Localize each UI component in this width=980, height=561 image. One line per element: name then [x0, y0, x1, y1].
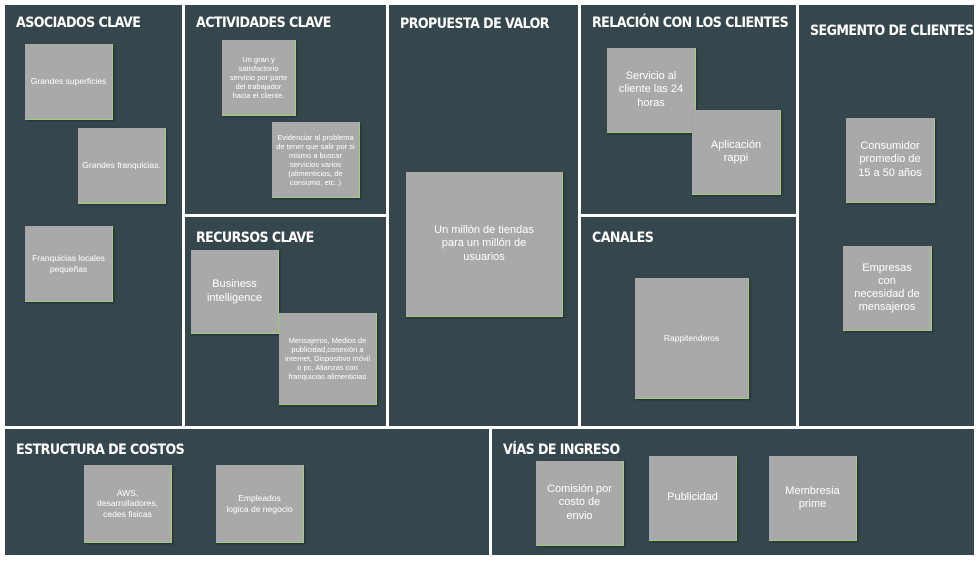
- note-aws-desarrolladores: AWS, desarrolladores, cedes fisicas: [84, 465, 172, 543]
- note-comision-envio: Comisión por costo de envio: [536, 461, 624, 546]
- note-empleados-logica: Empleados logica de negocio: [216, 465, 304, 543]
- note-business-intelligence: Business intelligence: [191, 250, 279, 334]
- note-grandes-franquicias: Grandes franquicias.: [78, 128, 166, 204]
- note-mensajeros-medios: Mensajeros, Medios de publicidad,conexió…: [279, 313, 377, 405]
- note-franquicias-locales: Franquicias locales pequeñas: [25, 226, 113, 302]
- note-rappitenderos: Rappitenderos: [635, 278, 749, 399]
- section-title-segmento: SEGMENTO DE CLIENTES: [810, 23, 974, 39]
- section-title-propuesta: PROPUESTA DE VALOR: [400, 16, 549, 32]
- section-segmento-clientes: SEGMENTO DE CLIENTES: [799, 5, 974, 426]
- section-title-relacion: RELACIÓN CON LOS CLIENTES: [592, 15, 789, 31]
- section-title-ingresos: VÍAS DE INGRESO: [503, 442, 620, 458]
- section-title-asociados: ASOCIADOS CLAVE: [16, 15, 141, 31]
- note-aplicacion-rappi: Aplicación rappi: [692, 110, 781, 195]
- note-consumidor-promedio: Consumidor promedio de 15 a 50 años: [846, 118, 935, 203]
- note-grandes-superficies: Grandes superficies: [25, 44, 113, 120]
- section-title-canales: CANALES: [592, 230, 654, 246]
- note-millon-tiendas: Un millón de tiendas para un millón de u…: [406, 172, 563, 317]
- section-title-recursos: RECURSOS CLAVE: [196, 230, 314, 246]
- section-title-actividades: ACTIVIDADES CLAVE: [196, 15, 331, 31]
- note-membresia-prime: Membresia prime: [769, 456, 857, 541]
- note-servicio-satisfactorio: Un gran y satisfactorio servicio por par…: [222, 40, 296, 116]
- note-evidenciar-problema: Evidenciar al problema de tener que sali…: [272, 122, 360, 198]
- note-publicidad: Publicidad: [649, 456, 737, 541]
- section-title-costos: ESTRUCTURA DE COSTOS: [16, 442, 185, 458]
- note-empresas-mensajeros: Empresas con necesidad de mensajeros: [843, 246, 932, 331]
- note-servicio-24-horas: Servicio al cliente las 24 horas: [607, 48, 696, 133]
